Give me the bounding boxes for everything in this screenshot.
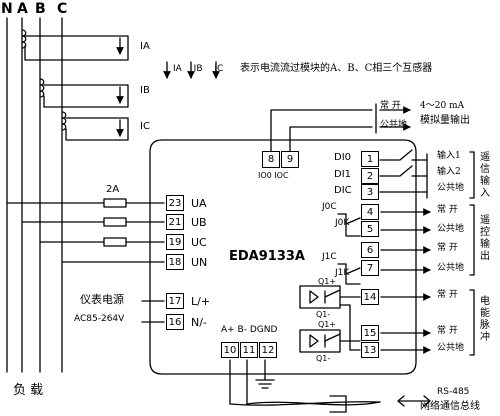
load-label: 负 载 (13, 383, 44, 398)
terminal-23: 23 (166, 195, 184, 211)
analog-signal-desc: 模拟量输出 (420, 115, 470, 126)
legend-arrows: IA IB IC (173, 64, 224, 74)
analog-wire-common: 公共地 (380, 120, 408, 130)
terminal-13: 13 (361, 342, 379, 358)
terminal-1: 1 (361, 151, 379, 167)
terminal-16: 16 (166, 314, 184, 330)
power-spec: AC85-264V (74, 314, 125, 324)
terminal-10: 10 (221, 342, 239, 358)
di-input-1: 输入1 (437, 151, 461, 161)
phase-a-label: A (17, 1, 28, 17)
ct-ic-label: IC (140, 121, 150, 132)
relay-com-1: 公共地 (437, 224, 465, 234)
terminal-2: 2 (361, 168, 379, 184)
j0k-label: J0K (335, 218, 350, 228)
nm-label: N/- (191, 316, 207, 329)
pulse-common: 公共地 (437, 343, 465, 353)
terminal-8: 8 (262, 151, 280, 168)
dic-label: DIC (334, 185, 352, 196)
ct-ib-label: IB (140, 85, 150, 96)
di0-label: DI0 (334, 152, 352, 163)
pulse-group-label: 电能脉冲 (480, 296, 490, 343)
bus-description: 网络通信总线 (420, 401, 480, 412)
ct-ia-label: IA (140, 41, 150, 52)
di1-label: DI1 (334, 169, 352, 180)
module-name: EDA9133A (229, 249, 305, 264)
terminal-21: 21 (166, 214, 184, 230)
terminal-6: 6 (361, 242, 379, 258)
power-label: 仪表电源 (80, 293, 124, 306)
di-group-label: 遥信输入 (480, 152, 490, 199)
terminal-11: 11 (240, 342, 258, 358)
terminal-14: 14 (361, 289, 379, 305)
fuse-rating: 2A (106, 184, 120, 195)
ua-label: UA (191, 197, 207, 210)
terminal-3: 3 (361, 184, 379, 200)
uc-label: UC (191, 236, 207, 249)
q2-minus-label: Q1- (316, 354, 331, 363)
terminal-17: 17 (166, 293, 184, 309)
terminal-5: 5 (361, 221, 379, 237)
phase-c-label: C (57, 1, 68, 17)
relay-no-1: 常 开 (437, 205, 458, 215)
terminal-18: 18 (166, 254, 184, 270)
analog-wire-normal: 常 开 (380, 101, 401, 111)
legend-text: 表示电流流过模块的A、B、C相三个互感器 (240, 63, 433, 74)
lp-label: L/+ (191, 295, 211, 308)
terminal-12: 12 (259, 342, 277, 358)
bus-name: RS-485 (437, 387, 470, 397)
analog-signal: 4～20 mA (420, 101, 465, 111)
terminal-19: 19 (166, 234, 184, 250)
comm-pin-names: A+ B- DGND (221, 325, 278, 335)
j1k-label: J1K (335, 268, 350, 278)
pulse-no-2: 常 开 (437, 326, 458, 336)
ub-label: UB (191, 216, 207, 229)
terminal-15: 15 (361, 325, 379, 341)
un-label: UN (191, 256, 208, 269)
q1-plus-label: Q1+ (318, 277, 337, 286)
analog-terminal-names: IO0 IOC (258, 171, 289, 180)
relay-no-2: 常 开 (437, 243, 458, 253)
q1-minus-label: Q1- (316, 310, 331, 319)
phase-n-label: N (1, 1, 13, 17)
pulse-no-1: 常 开 (437, 290, 458, 300)
j1c-label: J1C (322, 252, 337, 262)
terminal-7: 7 (361, 260, 379, 276)
di-input-2: 输入2 (437, 167, 461, 177)
q2-plus-label: Q1+ (318, 320, 337, 329)
relay-com-2: 公共地 (437, 263, 465, 273)
phase-b-label: B (35, 1, 46, 17)
terminal-9: 9 (281, 151, 299, 168)
di-common: 公共地 (437, 183, 465, 193)
relay-group-label: 遥控输出 (480, 215, 490, 262)
terminal-4: 4 (361, 204, 379, 220)
j0c-label: J0C (322, 202, 337, 212)
